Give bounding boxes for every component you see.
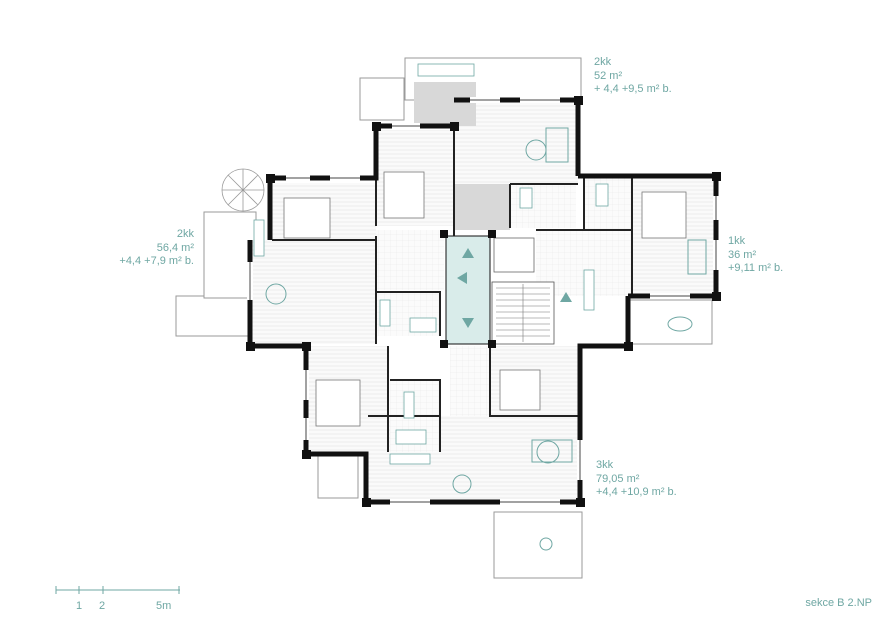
sofa-north [545, 127, 569, 163]
furniture [265, 127, 707, 551]
dining-table-west [265, 283, 287, 305]
scale-tick-1: 1 [76, 600, 83, 612]
unit-label-west: 2kk 56,4 m² +4,4 +7,9 m² b. [110, 228, 194, 269]
kitchen-counters [253, 63, 595, 465]
unit-type: 2kk [594, 56, 612, 68]
stair-arrow-up-icon [560, 292, 572, 302]
bed-north [383, 171, 425, 219]
unit-area: 56,4 m² [156, 241, 194, 254]
unit-type: 1kk [728, 235, 746, 247]
gray-room-north [414, 82, 476, 126]
unit-extra: +9,11 m² b. [728, 262, 784, 274]
sofa-south [531, 439, 573, 463]
arrow-down-icon [462, 318, 474, 328]
sofa-east [687, 239, 707, 275]
window-glazing [249, 99, 717, 503]
arrow-left-icon [457, 272, 467, 284]
interior-walls [272, 126, 633, 452]
scale-bar [55, 586, 180, 594]
balcony-west [175, 295, 249, 337]
unit-area: 52 m² [594, 69, 623, 82]
arrow-up-icon [462, 248, 474, 258]
unit-extra: + 4,4 +9,5 m² b. [594, 83, 672, 95]
unit-type: 3kk [596, 459, 614, 471]
unit-area: 79,05 m² [596, 472, 640, 485]
unit-extra: +4,4 +10,9 m² b. [596, 486, 677, 498]
parasol [221, 168, 265, 212]
balcony-south-west [317, 451, 359, 499]
balcony-north-west [359, 77, 405, 121]
stair-core [445, 235, 572, 345]
unit-extra: +4,4 +7,9 m² b. [119, 255, 194, 267]
columns [246, 96, 721, 507]
unit-label-east: 1kk 36 m² +9,11 m² b. [728, 235, 783, 276]
bed-south-west [315, 379, 361, 427]
balcony-south [493, 511, 583, 579]
dining-table-south [536, 440, 560, 464]
scale-tick-5m: 5m [156, 600, 172, 612]
gray-room-center [454, 184, 510, 230]
section-label: sekce B 2.NP [805, 597, 872, 609]
bed-south-east [499, 369, 541, 411]
bed-west [283, 197, 331, 239]
unit-area: 36 m² [728, 248, 757, 261]
bed-east [641, 191, 687, 239]
scale-tick-2: 2 [99, 600, 106, 612]
balcony-east [629, 299, 713, 345]
tub-east [667, 316, 693, 332]
unit-label-south: 3kk 79,05 m² +4,4 +10,9 m² b. [596, 459, 677, 500]
beds [283, 171, 687, 427]
dining-table-south-2 [452, 474, 472, 494]
unit-label-north: 2kk 52 m² + 4,4 +9,5 m² b. [594, 56, 672, 97]
unit-type: 2kk [176, 228, 194, 240]
bathroom-fixtures [379, 183, 609, 445]
